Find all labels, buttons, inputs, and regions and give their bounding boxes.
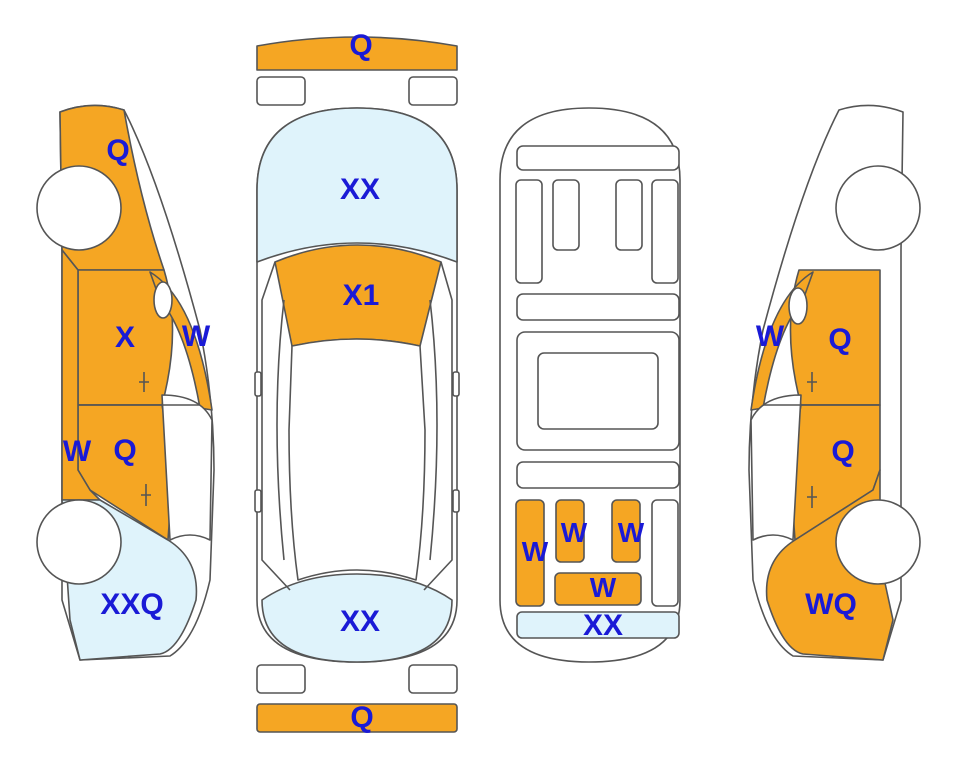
front-bumper-panel: [256, 36, 458, 71]
hood-panel: [256, 107, 458, 263]
left-door-handle-1: [139, 372, 149, 392]
floor-rear-right-rail: [651, 499, 679, 607]
floor-rear-panel-label: XX: [582, 609, 624, 642]
floor-rear-cross-lower: [554, 572, 642, 606]
left-window-line: [276, 299, 285, 561]
right-a-pillar: [423, 261, 453, 591]
floor-left-rail-label: W: [521, 536, 549, 567]
left-rear-wheel: [36, 499, 122, 585]
mirror-left: [254, 371, 262, 397]
floor-front-right-rail: [651, 179, 679, 284]
front-bumper-label: Q: [349, 29, 373, 62]
floor-rear-cross-upper: [516, 461, 680, 489]
roof-outline: [288, 338, 426, 581]
left-rocker-label: W: [62, 435, 92, 468]
left-front-wheel: [36, 165, 122, 251]
headlight-left: [256, 76, 306, 106]
handle-right: [452, 489, 460, 513]
right-rear-wheel: [835, 499, 921, 585]
right-mirror: [788, 287, 808, 325]
floor-rear-panel: [516, 611, 680, 639]
handle-left: [254, 489, 262, 513]
floor-center-box: [537, 352, 659, 430]
left-front-fender-label: Q: [106, 134, 130, 167]
rear-bumper-panel: [256, 703, 458, 733]
right-front-door-label: Q: [828, 323, 852, 356]
right-door-handle-2: [807, 486, 817, 508]
taillight-right: [408, 664, 458, 694]
floor-rear-left-label: W: [560, 517, 588, 548]
trunk-panel: [261, 573, 453, 663]
floor-mid-cross: [516, 293, 680, 321]
left-door-handle-2: [141, 484, 151, 506]
floor-rear-left-rail: [515, 499, 545, 607]
headlight-right: [408, 76, 458, 106]
left-front-pillar-label: W: [181, 320, 211, 353]
left-rear-door-label: Q: [113, 434, 137, 467]
left-a-pillar: [261, 261, 291, 591]
left-front-door-label: X: [114, 321, 136, 354]
left-window: [161, 394, 213, 541]
right-front-wheel: [835, 165, 921, 251]
windshield-cowl-label: X1: [342, 279, 380, 312]
floor-front-inner-right: [615, 179, 643, 251]
floor-front-cross: [516, 145, 680, 171]
right-window: [750, 394, 802, 541]
hood-label: XX: [339, 173, 381, 206]
mirror-right: [452, 371, 460, 397]
left-mirror: [153, 281, 173, 319]
rear-bumper-label: Q: [350, 701, 374, 734]
floor-rear-right-label: W: [617, 517, 645, 548]
floor-rear-inner-left: [555, 499, 585, 563]
floor-front-inner-left: [552, 179, 580, 251]
right-window-line: [429, 299, 438, 561]
trunk-lid-label: XX: [339, 605, 381, 638]
left-rear-quarter-label: XXQ: [100, 588, 164, 621]
right-front-pillar-label: W: [755, 320, 785, 353]
taillight-left: [256, 664, 306, 694]
floor-rear-cross-label: W: [589, 572, 617, 603]
right-door-handle-1: [807, 372, 817, 392]
floor-front-left-rail: [515, 179, 543, 284]
right-rear-quarter-label: WQ: [805, 588, 857, 621]
right-rear-door-label: Q: [831, 435, 855, 468]
floor-rear-inner-right: [611, 499, 641, 563]
